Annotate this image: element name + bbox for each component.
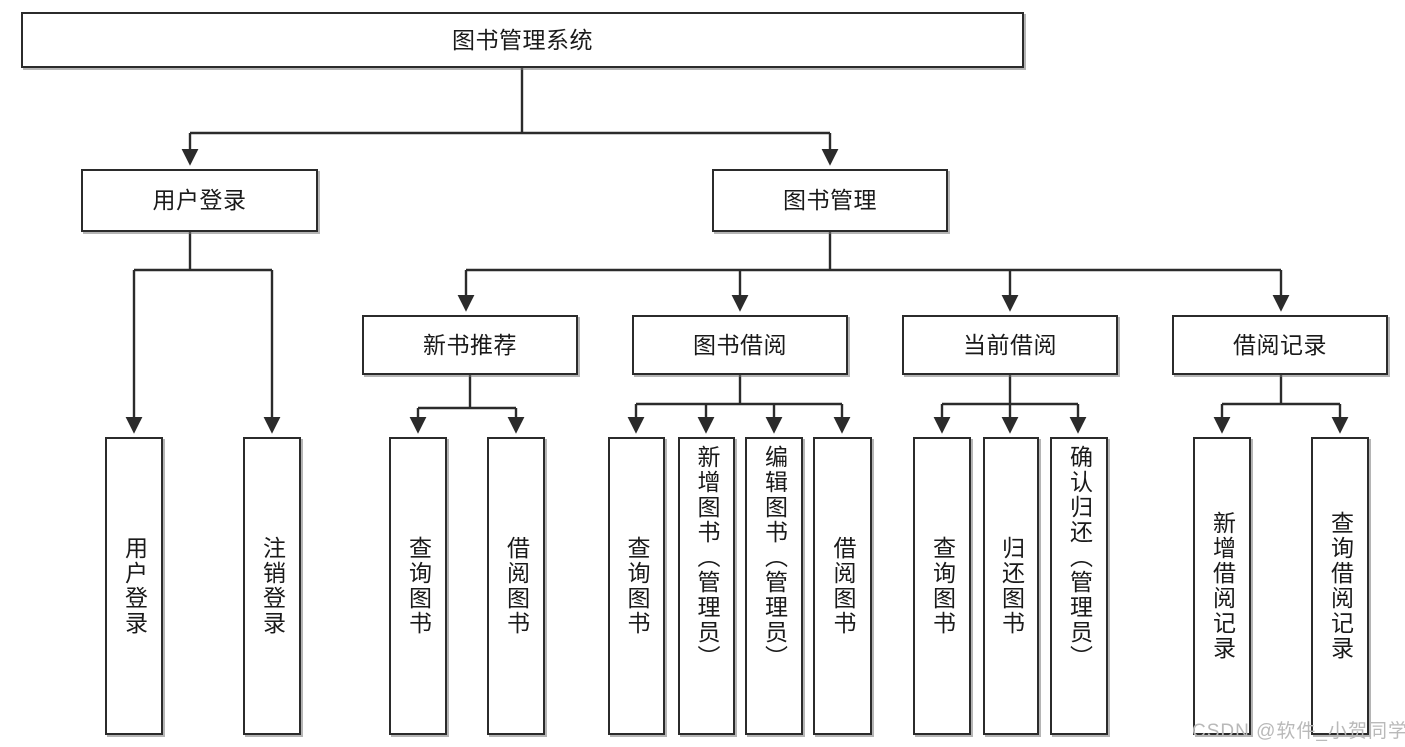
node-leaf-confirm-return-admin[interactable]: 确认归还（管理员） xyxy=(1050,437,1108,735)
node-leaf-query-borrow-record[interactable]: 查询借阅记录 xyxy=(1311,437,1369,735)
node-current-borrow-label: 当前借阅 xyxy=(963,331,1057,358)
node-leaf-query-book-current[interactable]: 查询图书 xyxy=(913,437,971,735)
node-leaf-logout[interactable]: 注销登录 xyxy=(243,437,301,735)
node-leaf-logout-label: 注销登录 xyxy=(259,536,286,636)
node-leaf-add-book-admin-label: 新增图书（管理员） xyxy=(694,445,720,670)
node-leaf-add-book-admin[interactable]: 新增图书（管理员） xyxy=(678,437,735,735)
node-leaf-user-login-label: 用户登录 xyxy=(121,536,148,636)
node-leaf-return-book[interactable]: 归还图书 xyxy=(983,437,1039,735)
node-new-book-recommend[interactable]: 新书推荐 xyxy=(362,315,578,375)
node-leaf-borrow-book[interactable]: 借阅图书 xyxy=(813,437,872,735)
node-leaf-query-borrow-record-label: 查询借阅记录 xyxy=(1327,511,1354,661)
node-leaf-borrow-book-recommend-label: 借阅图书 xyxy=(503,536,530,636)
node-book-manage-label: 图书管理 xyxy=(783,187,877,214)
node-leaf-query-book-current-label: 查询图书 xyxy=(929,536,956,636)
node-root-label: 图书管理系统 xyxy=(452,26,593,53)
node-leaf-query-book-recommend[interactable]: 查询图书 xyxy=(389,437,447,735)
node-leaf-borrow-book-recommend[interactable]: 借阅图书 xyxy=(487,437,545,735)
node-leaf-borrow-book-label: 借阅图书 xyxy=(830,536,856,636)
node-leaf-return-book-label: 归还图书 xyxy=(998,536,1025,636)
node-leaf-edit-book-admin[interactable]: 编辑图书（管理员） xyxy=(745,437,803,735)
node-root[interactable]: 图书管理系统 xyxy=(21,12,1024,68)
node-leaf-add-borrow-record[interactable]: 新增借阅记录 xyxy=(1193,437,1251,735)
node-user-login[interactable]: 用户登录 xyxy=(81,169,318,232)
node-book-borrow[interactable]: 图书借阅 xyxy=(632,315,848,375)
node-leaf-confirm-return-admin-label: 确认归还（管理员） xyxy=(1066,445,1093,670)
node-borrow-record-label: 借阅记录 xyxy=(1233,331,1327,358)
node-book-manage[interactable]: 图书管理 xyxy=(712,169,948,232)
node-leaf-edit-book-admin-label: 编辑图书（管理员） xyxy=(761,445,788,670)
node-leaf-add-borrow-record-label: 新增借阅记录 xyxy=(1209,511,1236,661)
node-book-borrow-label: 图书借阅 xyxy=(693,331,787,358)
node-user-login-label: 用户登录 xyxy=(152,187,247,214)
node-leaf-query-book-borrow[interactable]: 查询图书 xyxy=(608,437,665,735)
node-leaf-query-book-recommend-label: 查询图书 xyxy=(405,536,432,636)
node-leaf-user-login[interactable]: 用户登录 xyxy=(105,437,163,735)
node-current-borrow[interactable]: 当前借阅 xyxy=(902,315,1118,375)
node-new-book-recommend-label: 新书推荐 xyxy=(423,331,517,358)
node-leaf-query-book-borrow-label: 查询图书 xyxy=(624,536,650,636)
watermark-text: CSDN @软件_小贺同学 xyxy=(1192,721,1405,742)
node-borrow-record[interactable]: 借阅记录 xyxy=(1172,315,1388,375)
